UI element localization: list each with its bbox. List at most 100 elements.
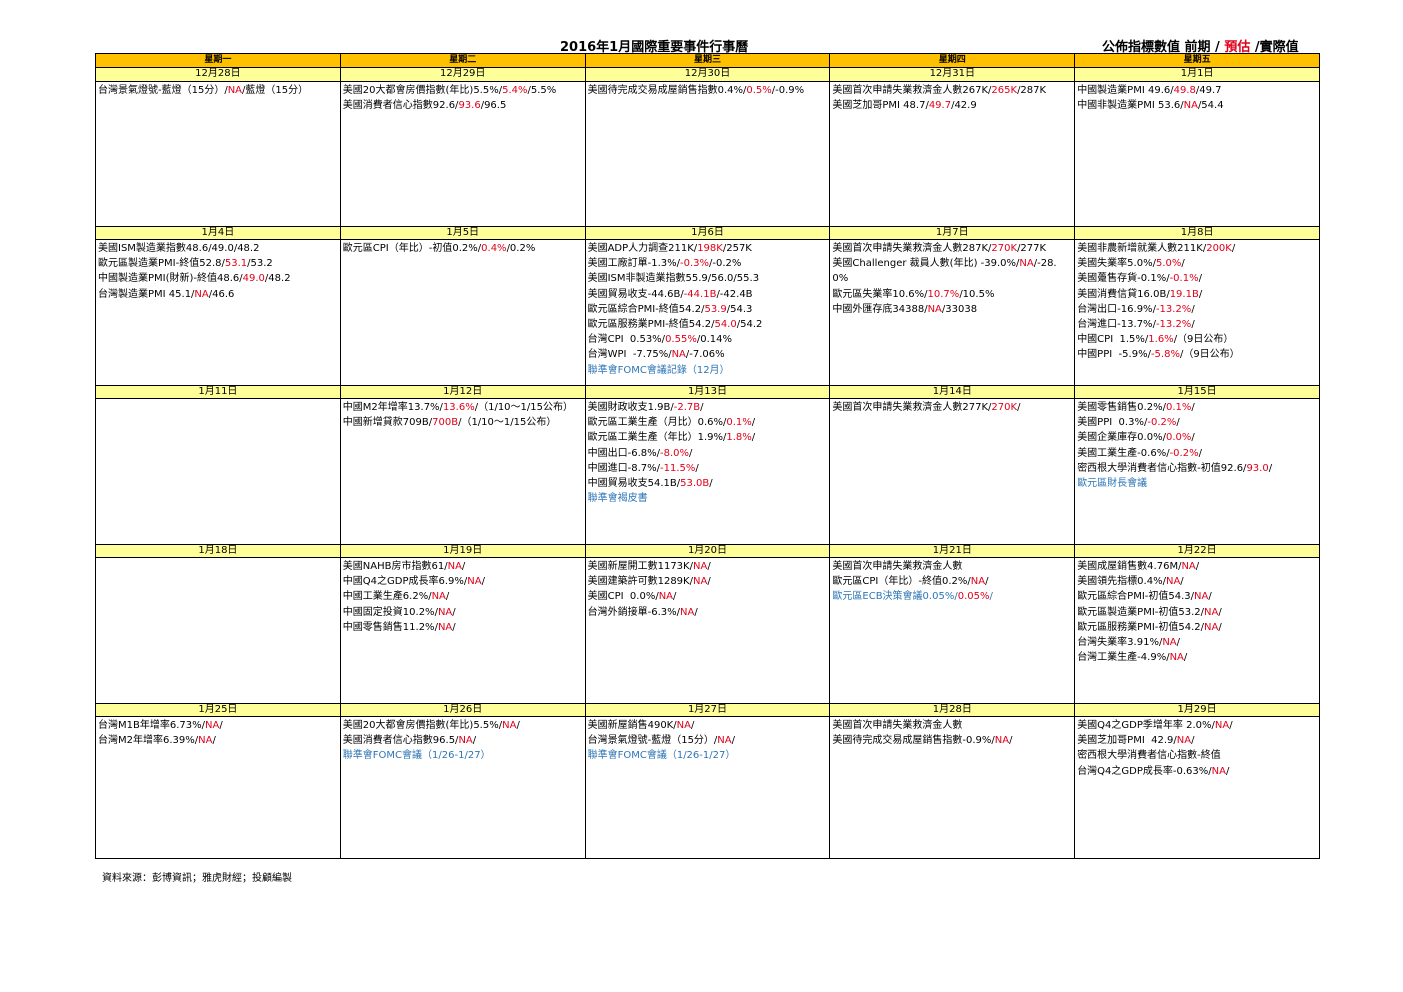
estimate-value: 700B bbox=[432, 417, 459, 429]
meeting-note: 歐元區財長會議 bbox=[1077, 478, 1148, 490]
event-text: 美國非農新增就業人數211K/ bbox=[1077, 243, 1207, 254]
event-text: / bbox=[731, 735, 735, 747]
estimate-value: -11.5% bbox=[659, 462, 696, 474]
event-list: 中國M2年增率13.7%/13.6%/（1/10～1/15公布）中國新增貸款70… bbox=[341, 399, 585, 431]
meeting-note: 歐元區ECB決策會議0.05%/ bbox=[832, 591, 958, 603]
event-text: 中國新增貸款709B/ bbox=[342, 417, 433, 429]
event-text: / bbox=[1198, 288, 1203, 300]
event-text: /277K bbox=[1017, 243, 1047, 254]
event-text: 美國20大都會房價指數(年比)5.5%/ bbox=[342, 85, 503, 96]
event-item: 台灣製造業PMI 45.1/NA/46.6 bbox=[98, 287, 338, 302]
estimate-value: NA bbox=[1183, 100, 1198, 112]
estimate-value: 49.7 bbox=[928, 100, 952, 112]
event-item: 美國新屋開工數1173K/NA/ bbox=[588, 559, 828, 574]
day-date: 1月6日 bbox=[585, 226, 830, 240]
event-text: /46.6 bbox=[208, 288, 235, 300]
event-item: 美國Challenger 裁員人數(年比) -39.0%/NA/-28.0% bbox=[832, 256, 1072, 286]
event-text: /（1/10～1/15公布） bbox=[474, 402, 573, 413]
day-cell: 12月29日美國20大都會房價指數(年比)5.5%/5.4%/5.5%美國消費者… bbox=[340, 68, 586, 226]
estimate-value: NA bbox=[458, 735, 473, 747]
event-text: / bbox=[1208, 591, 1212, 603]
event-item: 中國貿易收支54.1B/53.0B/ bbox=[588, 476, 828, 491]
event-text: 美國消費者信心指數96.5/ bbox=[342, 735, 459, 747]
event-text: /287K bbox=[1017, 85, 1047, 96]
estimate-value: 270K bbox=[991, 243, 1018, 254]
event-text: / bbox=[1229, 720, 1233, 731]
estimate-value: 1.6% bbox=[1148, 334, 1174, 346]
event-text: / bbox=[212, 735, 216, 747]
event-item: 美國首次申請失業救濟金人數 bbox=[832, 718, 1072, 733]
day-date: 1月4日 bbox=[96, 226, 340, 240]
event-item: 台灣M2年增率6.39%/NA/ bbox=[98, 733, 338, 748]
event-text: 美國貿易收支-44.6B/ bbox=[587, 288, 684, 300]
event-text: 台灣M2年增率6.39%/ bbox=[98, 735, 199, 747]
estimate-value: 49.0 bbox=[242, 273, 265, 285]
estimate-value: -5.8% bbox=[1150, 349, 1180, 361]
event-text: / bbox=[1180, 576, 1184, 588]
event-item: 密西根大學消費者信心指數-終值 bbox=[1077, 748, 1317, 763]
event-text: 歐元區CPI（年比）-初值0.2%/ bbox=[342, 243, 482, 254]
event-text: / bbox=[1176, 637, 1181, 649]
event-text: /（9日公布） bbox=[1173, 334, 1234, 346]
event-item: 美國零售銷售0.2%/0.1%/ bbox=[1077, 400, 1317, 415]
day-date: 1月29日 bbox=[1075, 703, 1319, 717]
event-item: 美國20大都會房價指數(年比)5.5%/NA/ bbox=[343, 718, 583, 733]
day-cell: 1月5日歐元區CPI（年比）-初值0.2%/0.4%/0.2% bbox=[340, 226, 586, 385]
event-text: / bbox=[219, 720, 223, 731]
event-item: 中國工業生產6.2%/NA/ bbox=[343, 589, 583, 604]
event-text: 美國首次申請失業救濟金人數 bbox=[832, 720, 963, 731]
event-text: / bbox=[1225, 765, 1230, 777]
estimate-value: NA bbox=[671, 349, 686, 361]
day-cell: 12月28日台灣景氣燈號-藍燈（15分）/NA/藍燈（15分） bbox=[96, 68, 341, 226]
estimate-value: NA bbox=[970, 576, 986, 588]
day-date: 12月28日 bbox=[96, 68, 340, 82]
event-list: 美國待完成交易成屋銷售指數0.4%/0.5%/-0.9% bbox=[586, 82, 830, 99]
event-text: 美國新屋銷售490K/ bbox=[587, 720, 677, 731]
estimate-value: 270K bbox=[991, 402, 1018, 413]
weekday-header: 星期五 bbox=[1075, 54, 1319, 68]
event-text: / bbox=[985, 576, 989, 588]
event-text: 台灣Q4之GDP成長率-0.63%/ bbox=[1077, 765, 1212, 777]
event-text: 中國工業生產6.2%/ bbox=[342, 591, 432, 603]
event-text: 台灣M1B年增率6.73%/ bbox=[98, 720, 205, 731]
event-item: 美國ISM製造業指數48.6/49.0/48.2 bbox=[98, 241, 338, 256]
event-text: /（9日公布） bbox=[1179, 349, 1240, 361]
estimate-value: NA bbox=[1194, 591, 1209, 603]
estimate-value: -0.3% bbox=[679, 258, 709, 270]
event-text: / bbox=[689, 447, 693, 459]
day-cell: 1月28日美國首次申請失業救濟金人數美國待完成交易成屋銷售指數-0.9%/NA/ bbox=[830, 703, 1076, 858]
event-text: / bbox=[1009, 735, 1013, 747]
day-date: 1月25日 bbox=[96, 703, 340, 717]
event-item: 中國零售銷售11.2%/NA/ bbox=[343, 620, 583, 635]
event-item: 歐元區財長會議 bbox=[1077, 476, 1317, 491]
event-item: 美國消費信貸16.0B/19.1B/ bbox=[1077, 287, 1317, 302]
event-text: /-28.0% bbox=[832, 258, 1057, 285]
event-text: / bbox=[751, 417, 756, 429]
event-item: 中國新增貸款709B/700B/（1/10～1/15公布） bbox=[343, 415, 583, 430]
event-item: 中國Q4之GDP成長率6.9%/NA/ bbox=[343, 574, 583, 589]
event-item: 美國工廠訂單-1.3%/-0.3%/-0.2% bbox=[588, 256, 828, 271]
event-item: 密西根大學消費者信心指數-初值92.6/93.0/ bbox=[1077, 461, 1317, 476]
day-date: 1月7日 bbox=[830, 226, 1075, 240]
event-item: 歐元區製造業PMI-初值53.2/NA/ bbox=[1077, 605, 1317, 620]
event-text: / bbox=[1191, 402, 1195, 413]
event-text: 歐元區工業生產（月比）0.6%/ bbox=[587, 417, 727, 429]
event-text: 美國成屋銷售數4.76M/ bbox=[1077, 561, 1182, 572]
event-text: /-42.4B bbox=[716, 288, 753, 300]
weekday-header: 星期四 bbox=[830, 54, 1076, 68]
estimate-value: NA bbox=[927, 303, 942, 315]
event-text: 台灣進口-13.7%/ bbox=[1077, 319, 1156, 331]
event-item: 台灣M1B年增率6.73%/NA/ bbox=[98, 718, 338, 733]
event-text: 美國企業庫存0.0%/ bbox=[1077, 432, 1166, 444]
day-cell: 1月29日美國Q4之GDP季增年率 2.0%/NA/美國芝加哥PMI 42.9/… bbox=[1075, 703, 1319, 858]
event-item: 台灣WPI -7.75%/NA/-7.06% bbox=[588, 347, 828, 362]
event-item: 歐元區綜合PMI-初值54.3/NA/ bbox=[1077, 589, 1317, 604]
event-item: 美國首次申請失業救濟金人數277K/270K/ bbox=[832, 400, 1072, 415]
event-text: / bbox=[445, 591, 450, 603]
day-date: 1月22日 bbox=[1075, 544, 1319, 558]
event-item: 台灣出口-16.9%/-13.2%/ bbox=[1077, 302, 1317, 317]
